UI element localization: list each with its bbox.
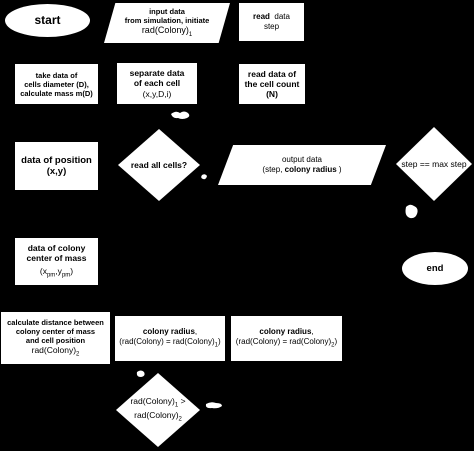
radius2-close: ) (334, 336, 338, 346)
take-data-line2: cells diameter (D), (24, 79, 89, 89)
position-line1: data of position (21, 154, 92, 166)
output-line1: output data (281, 155, 323, 165)
read-cell-count-node: read data of the cell count (N) (239, 64, 305, 104)
take-data-line1: take data of (35, 70, 78, 80)
radius2-sub: 2 (331, 342, 335, 349)
start-terminal: start (5, 4, 90, 37)
radius2-line2: (rad(Colony) = rad(Colony)2) (236, 337, 337, 350)
separate-data-node: separate data of each cell (x,y,D,i) (117, 63, 197, 104)
radius1-line2: (rad(Colony) = rad(Colony)1) (119, 337, 220, 350)
position-data-node: data of position (x,y) (15, 142, 98, 190)
speckle-2 (201, 174, 207, 180)
read-data-data: data (274, 12, 290, 22)
colony-radius-1-node: colony radius, (rad(Colony) = rad(Colony… (115, 316, 225, 361)
calculate-distance-node: calculate distance between colony center… (1, 312, 110, 364)
end-terminal: end (402, 252, 468, 285)
output-radius: colony radius (284, 165, 337, 174)
separate-line2: of each cell (133, 78, 181, 89)
compare-rad1: rad(Colony) (130, 396, 175, 407)
compare-rad1-sub: 1 (174, 402, 179, 409)
start-label: start (34, 13, 61, 28)
output-data-node: output data (step, colony radius ) (218, 145, 386, 185)
speckle-4 (136, 370, 145, 377)
com-y: ,y (55, 266, 62, 277)
radius1-sub: 1 (214, 342, 219, 349)
max-step-label: step == max step (401, 158, 467, 169)
output-close: ) (338, 165, 342, 174)
radius2-formula: (rad(Colony) = rad(Colony) (235, 336, 332, 346)
read-count-line1: read data of (247, 68, 297, 79)
radius2-line1: colony radius, (259, 327, 313, 337)
distance-line1: calculate distance between (7, 317, 104, 327)
speckle-3 (405, 204, 418, 219)
distance-line2: colony center of mass (15, 326, 96, 336)
com-y-sub: pm (61, 272, 71, 279)
distance-rad-sub: 2 (76, 351, 80, 358)
read-data-step-node: read data step (239, 3, 304, 41)
end-label: end (426, 262, 444, 274)
com-x: (x (39, 266, 47, 277)
read-count-line2: the cell count (N) (244, 78, 300, 100)
output-line2: (step, colony radius ) (262, 165, 341, 175)
take-data-node: take data of cells diameter (D), calcula… (15, 64, 98, 104)
output-step: (step, (262, 165, 283, 174)
read-data-line2: step (263, 22, 280, 31)
com-line3: (xpm,ypm) (40, 266, 73, 280)
radius1-line1: colony radius, (143, 327, 197, 337)
distance-rad: rad(Colony) (31, 344, 77, 355)
separate-line1: separate data (129, 68, 185, 79)
colony-center-of-mass-node: data of colony center of mass (xpm,ypm) (15, 238, 98, 285)
input-data-line3: rad(Colony)1 (142, 25, 192, 39)
position-line2: (x,y) (46, 166, 67, 177)
radius1-close: ) (218, 336, 221, 346)
radius1-title: colony radius (142, 327, 195, 337)
radius1-formula: (rad(Colony) = rad(Colony) (119, 336, 215, 346)
com-line1: data of colony (27, 242, 86, 253)
read-all-label: read all cells? (130, 159, 188, 170)
separate-line3: (x,y,D,i) (142, 88, 172, 99)
compare-line2: rad(Colony)2 (134, 410, 182, 424)
colony-radius-2-node: colony radius, (rad(Colony) = rad(Colony… (231, 316, 342, 361)
radius2-comma: , (311, 327, 314, 337)
compare-line1: rad(Colony)1 > (130, 396, 185, 410)
compare-rad2-sub: 2 (178, 416, 182, 423)
input-data-node: input data from simulation, initiate rad… (104, 3, 230, 43)
compare-gt: > (178, 396, 186, 407)
radius2-title: colony radius (259, 327, 312, 337)
input-data-line3-sub: 1 (188, 31, 193, 38)
compare-rad2: rad(Colony) (134, 410, 179, 420)
speckle-5 (205, 402, 222, 409)
speckle-1 (171, 111, 190, 119)
read-data-line1: read data (253, 12, 290, 22)
take-data-line3: calculate mass m(D) (20, 88, 93, 98)
distance-line4: rad(Colony)2 (32, 345, 80, 359)
distance-line3: and cell position (25, 335, 86, 345)
com-x-sub: pm (46, 272, 56, 279)
read-data-word: read (253, 12, 270, 22)
input-data-line1: input data (149, 7, 185, 16)
radius1-comma: , (194, 327, 198, 337)
com-line2: center of mass (26, 253, 87, 264)
input-data-line2: from simulation, initiate (124, 16, 210, 25)
read-all-cells-decision: read all cells? (118, 129, 200, 201)
radius-compare-decision: rad(Colony)1 > rad(Colony)2 (116, 373, 200, 447)
input-data-line3-text: rad(Colony) (141, 25, 189, 35)
com-close: ) (70, 266, 74, 277)
max-step-decision: step == max step (396, 127, 472, 201)
